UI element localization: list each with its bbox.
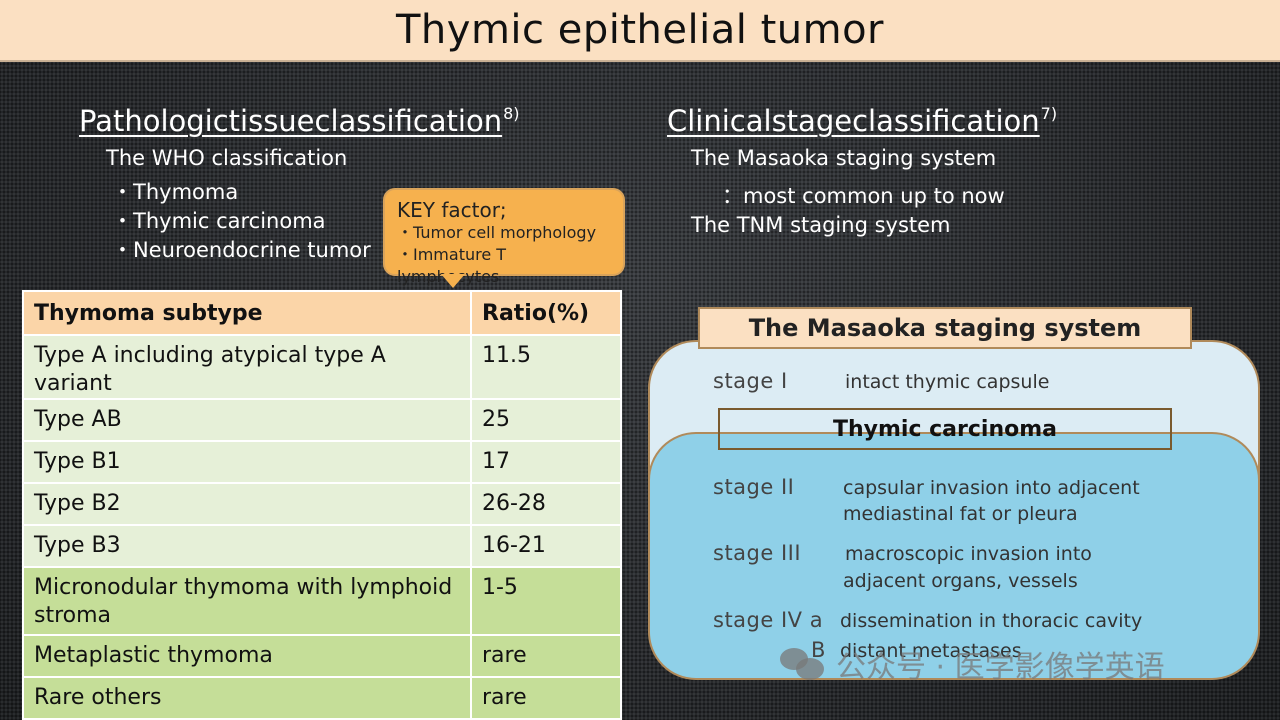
list-item-neuroendocrine: ・Neuroendocrine tumor bbox=[112, 238, 371, 262]
clinical-heading: Clinicalstageclassification7) bbox=[667, 104, 1057, 138]
ratio-cell: rare bbox=[470, 634, 622, 678]
ratio-cell: 11.5 bbox=[470, 334, 622, 400]
clinical-ref: 7) bbox=[1040, 104, 1058, 123]
subtype-cell: Rare others bbox=[22, 676, 472, 720]
stage-desc: distant metastases bbox=[840, 640, 1022, 662]
masaoka-system-line: The Masaoka staging system bbox=[691, 146, 997, 170]
table-row: Rare others rare bbox=[22, 676, 622, 720]
list-item-thymoma: ・Thymoma bbox=[112, 180, 239, 204]
thymoma-subtype-table: Thymoma subtype Ratio(%) Type A includin… bbox=[22, 290, 622, 720]
callout-item: ・Immature T lymphocytes bbox=[397, 245, 507, 286]
stage-label: stage I bbox=[713, 369, 788, 393]
header-ratio: Ratio(%) bbox=[470, 290, 622, 336]
subtype-cell: Type B1 bbox=[22, 440, 472, 484]
masaoka-box-title: The Masaoka staging system bbox=[698, 307, 1192, 349]
clinical-heading-text: Clinicalstageclassification bbox=[667, 104, 1040, 138]
pathologic-ref: 8) bbox=[503, 104, 520, 123]
subtype-cell: Type A including atypical type A variant bbox=[22, 334, 472, 400]
watermark-text: 公众号 · 医学影像学英语 bbox=[836, 650, 1165, 685]
thymic-carcinoma-panel bbox=[648, 432, 1260, 680]
ratio-cell: 16-21 bbox=[470, 524, 622, 568]
table-row: Type B3 16-21 bbox=[22, 524, 622, 568]
ratio-cell: 25 bbox=[470, 398, 622, 442]
masaoka-note: ：most common up to now bbox=[722, 184, 1005, 208]
ratio-cell: rare bbox=[470, 676, 622, 720]
stage-label: stage IV a bbox=[713, 608, 824, 632]
key-factor-callout: KEY factor; ・Tumor cell morphology ・Imma… bbox=[383, 188, 625, 288]
table-row: Type A including atypical type A variant… bbox=[22, 334, 622, 400]
subtype-cell: Type B2 bbox=[22, 482, 472, 526]
table-row: Type AB 25 bbox=[22, 398, 622, 442]
pathologic-heading: Pathologictissueclassification8) bbox=[79, 104, 520, 138]
callout-item: ・Tumor cell morphology bbox=[397, 223, 597, 242]
stage-desc: adjacent organs, vessels bbox=[843, 570, 1078, 592]
wechat-icon bbox=[780, 646, 826, 682]
stage-desc: mediastinal fat or pleura bbox=[843, 503, 1078, 525]
stage-desc: macroscopic invasion into bbox=[845, 543, 1092, 565]
stage-label: stage III bbox=[713, 541, 802, 565]
stage-desc: capsular invasion into adjacent bbox=[843, 477, 1140, 499]
subtype-cell: Metaplastic thymoma bbox=[22, 634, 472, 678]
table-row: Type B1 17 bbox=[22, 440, 622, 484]
subtype-cell: Type B3 bbox=[22, 524, 472, 568]
list-item-thymic-carcinoma: ・Thymic carcinoma bbox=[112, 209, 326, 233]
stage-label: stage II bbox=[713, 475, 795, 499]
table-header-row: Thymoma subtype Ratio(%) bbox=[22, 290, 622, 336]
ratio-cell: 1-5 bbox=[470, 566, 622, 636]
subtype-cell: Type AB bbox=[22, 398, 472, 442]
title-bar: Thymic epithelial tumor bbox=[0, 0, 1280, 62]
pathologic-heading-text: Pathologictissueclassification bbox=[79, 104, 503, 138]
tnm-system-line: The TNM staging system bbox=[691, 213, 951, 237]
stage-desc: intact thymic capsule bbox=[845, 371, 1050, 393]
stage-label: B bbox=[811, 638, 826, 662]
who-classification: The WHO classification bbox=[106, 146, 348, 170]
callout-title: KEY factor; bbox=[397, 198, 507, 222]
ratio-cell: 26-28 bbox=[470, 482, 622, 526]
table-row: Type B2 26-28 bbox=[22, 482, 622, 526]
slide-title: Thymic epithelial tumor bbox=[396, 7, 884, 53]
ratio-cell: 17 bbox=[470, 440, 622, 484]
table-row: Micronodular thymoma with lymphoid strom… bbox=[22, 566, 622, 636]
stage-desc: dissemination in thoracic cavity bbox=[840, 610, 1143, 632]
subtype-cell: Micronodular thymoma with lymphoid strom… bbox=[22, 566, 472, 636]
thymic-carcinoma-label: Thymic carcinoma bbox=[718, 408, 1172, 450]
table-row: Metaplastic thymoma rare bbox=[22, 634, 622, 678]
watermark: 公众号 · 医学影像学英语 bbox=[780, 642, 1165, 686]
header-subtype: Thymoma subtype bbox=[22, 290, 472, 336]
